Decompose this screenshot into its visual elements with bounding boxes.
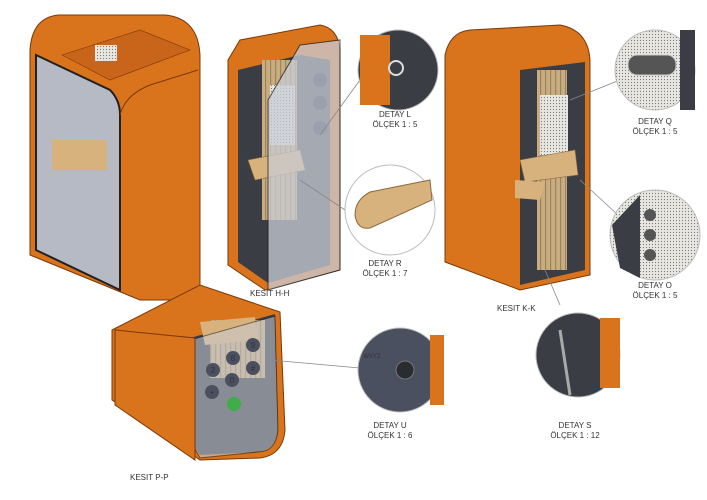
detail-u-title: DETAY U [373,421,407,430]
section-hh-view [227,24,341,291]
key-9: 9 [251,341,256,350]
section-kk-title: KESIT K-K [497,304,536,313]
key-0: 0 [230,376,235,385]
detail-l: DETAY L ÖLÇEK 1 : 5 [357,29,439,129]
detail-r-scale: ÖLÇEK 1 : 7 [363,269,408,278]
section-pp-title: KESIT P-P [130,473,169,482]
key-8: 8 [231,354,236,363]
vent-grille [95,45,117,61]
detail-l-title: DETAY L [379,110,412,119]
detail-r-title: DETAY R [368,259,402,268]
detail-s-title: DETAY S [559,421,592,430]
detail-s-scale: ÖLÇEK 1 : 12 [550,431,600,440]
desk [52,140,107,170]
booth-closed-view [29,14,201,301]
key-dot: • [211,388,214,397]
keypad: 2 8 9 0 • # [205,338,260,411]
detail-o-title: DETAY O [638,281,672,290]
detail-u-scale: ÖLÇEK 1 : 6 [368,431,413,440]
key-2: 2 [211,366,216,375]
detail-s: DETAY S ÖLÇEK 1 : 12 [535,312,621,440]
detail-l-scale: ÖLÇEK 1 : 5 [373,120,418,129]
call-button-icon [227,397,241,411]
detail-u-key-text: WXYZ [363,354,381,360]
detail-r: DETAY R ÖLÇEK 1 : 7 [344,164,436,278]
key-hash: # [251,364,256,373]
detail-u: WXYZ DETAY U ÖLÇEK 1 : 6 [357,327,444,440]
detail-q-title: DETAY Q [638,117,672,126]
detail-o: DETAY O ÖLÇEK 1 : 5 [609,189,701,300]
detail-q: DETAY Q ÖLÇEK 1 : 5 [614,29,696,136]
detail-q-scale: ÖLÇEK 1 : 5 [633,127,678,136]
detail-o-scale: ÖLÇEK 1 : 5 [633,291,678,300]
section-hh-title: KESIT H-H [250,289,290,298]
section-kk-view: KESIT K-K [444,24,591,313]
section-pp-view: 2 8 9 0 • # KESIT P-P [111,284,286,482]
leader-lines [269,79,621,369]
